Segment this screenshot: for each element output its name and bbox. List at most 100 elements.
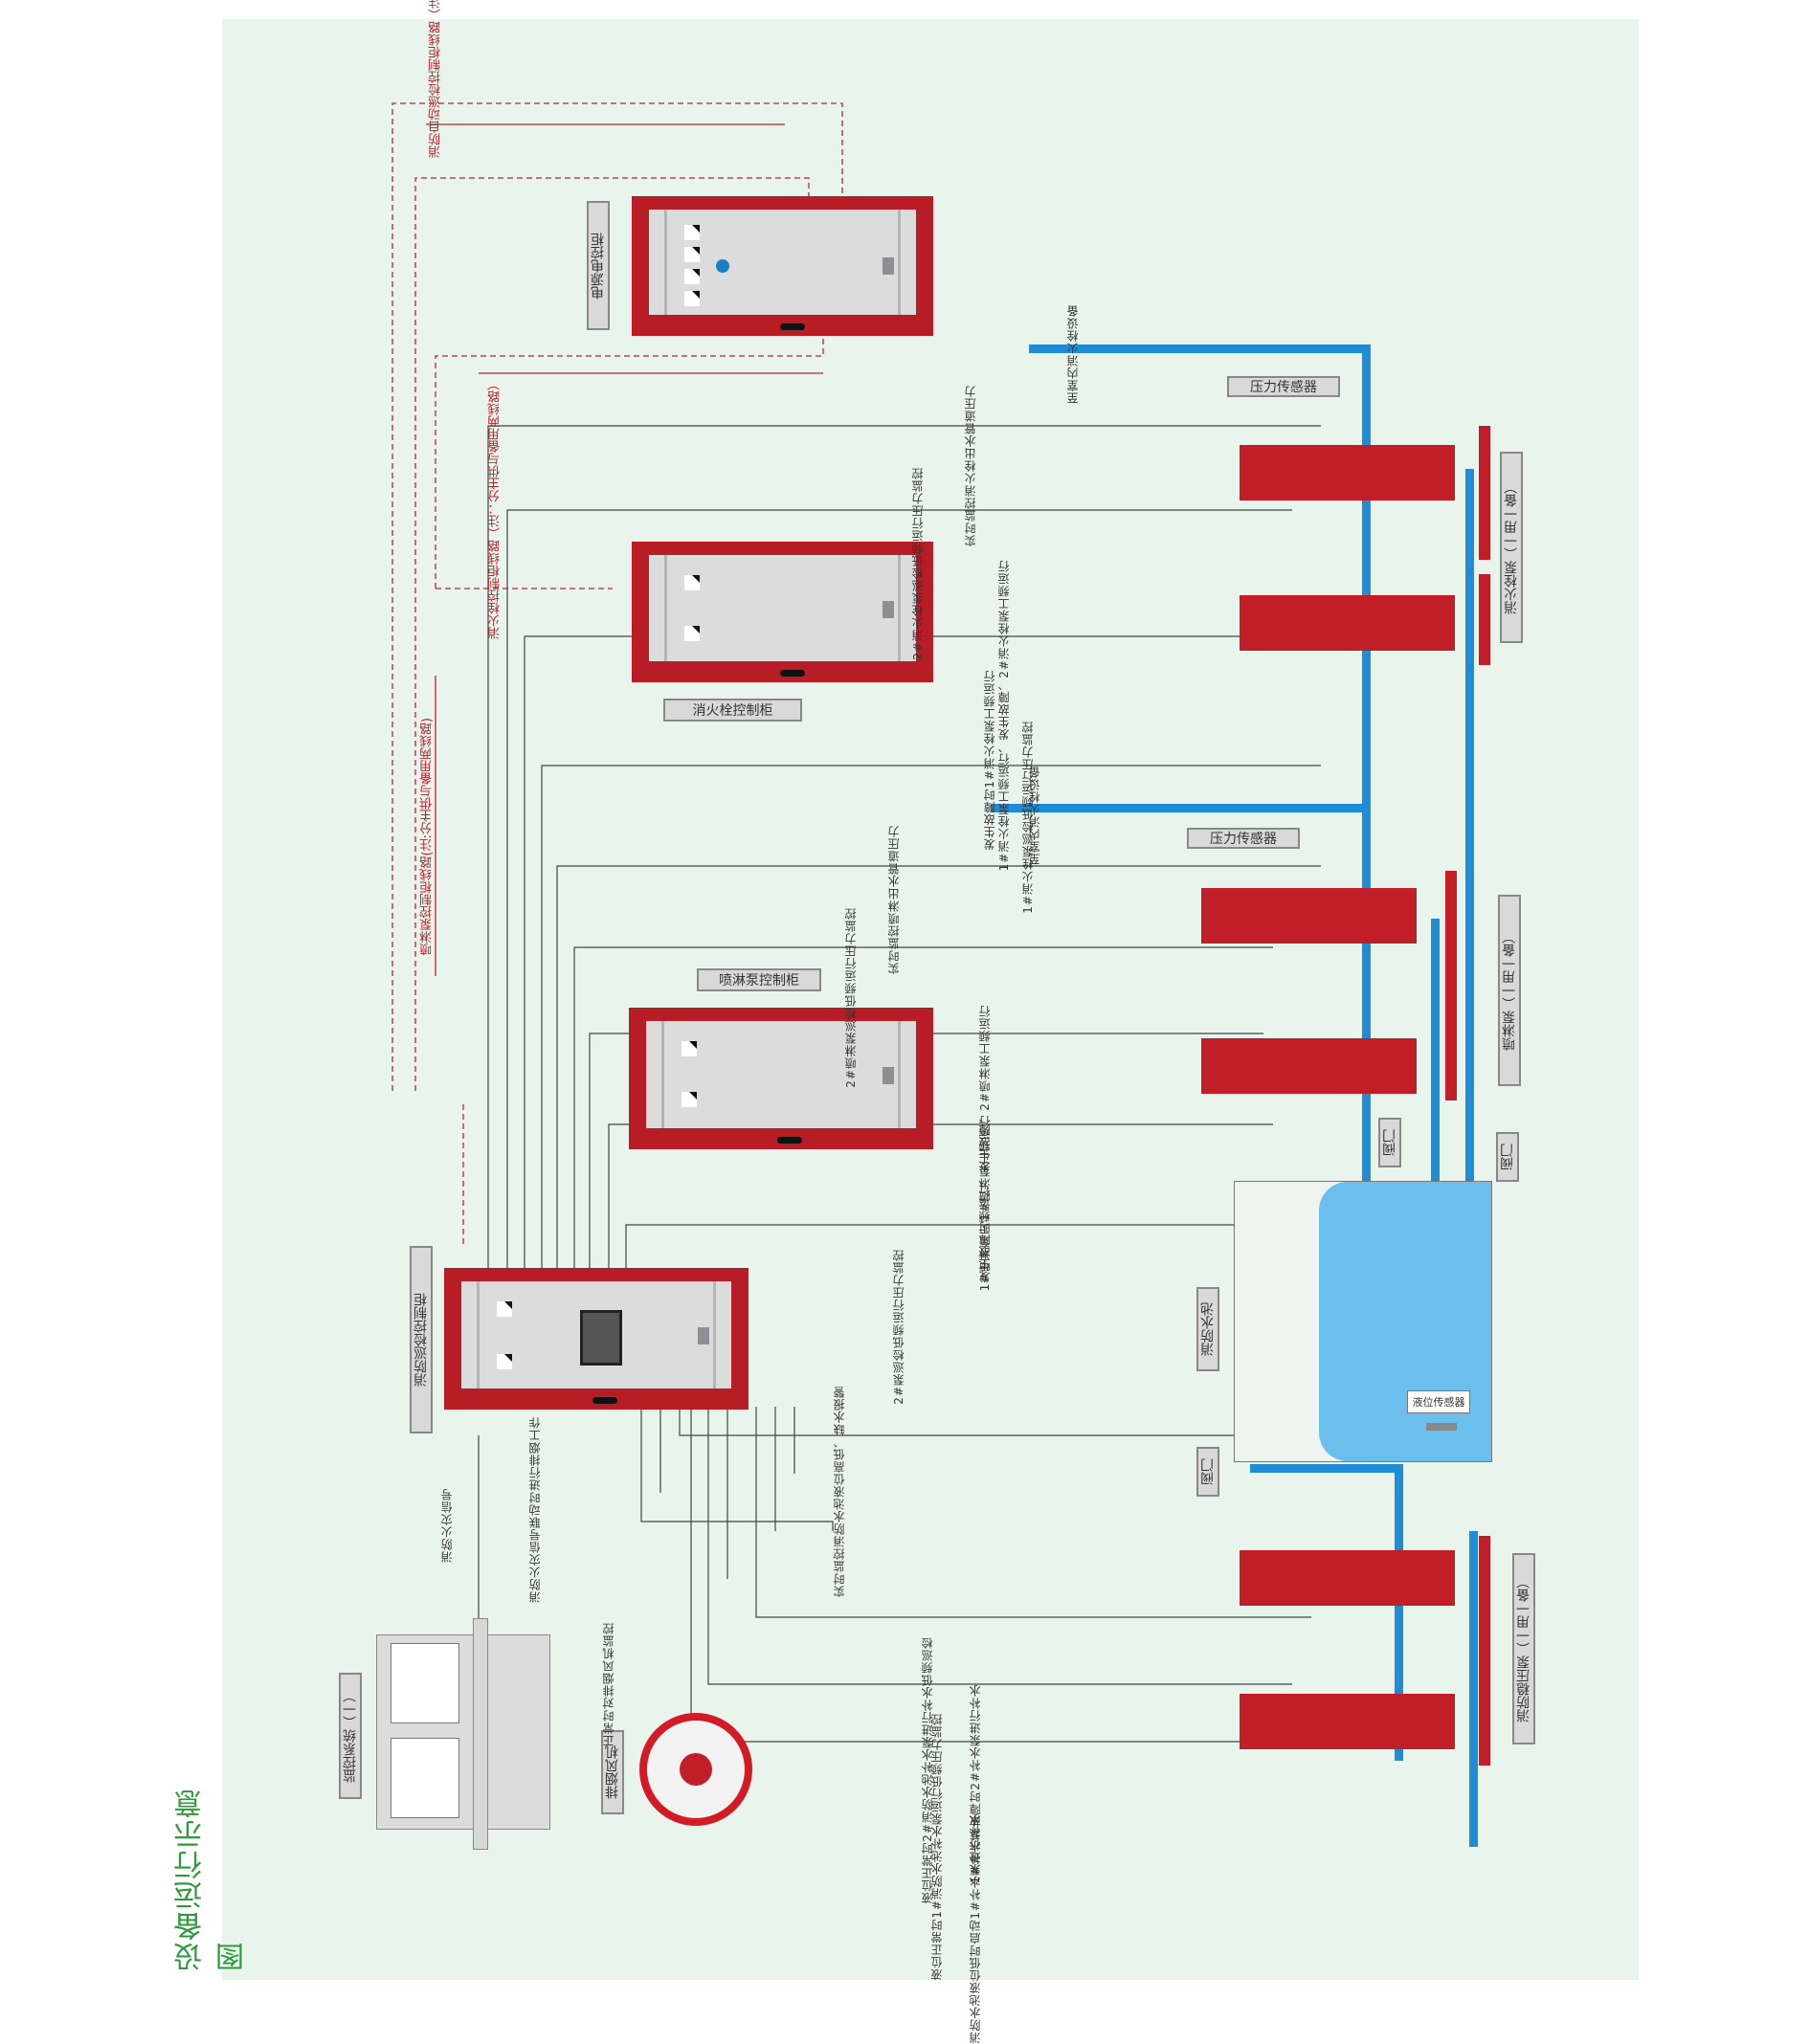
indicator-icon (883, 1067, 894, 1084)
red-note-top: 消防自动巡检控制柜线路（注：分主供与备用两线路） (427, 0, 445, 158)
annotation-pipe-1: 至室内消火栓设备 (1066, 304, 1080, 404)
water-pool-label-text: 消防水池 (1200, 1302, 1216, 1356)
smoke-fan-label: 排烟风机 (601, 1730, 624, 1814)
sprinkler-cabinet[interactable] (629, 1008, 933, 1149)
sprinkler-pump-2[interactable] (1201, 888, 1417, 944)
annotation-fire-signal-action: 消防火灾信号联动时进行排烟工作 (528, 1416, 542, 1603)
switch-icon (682, 1092, 697, 1107)
pool-outlet-pipe (1250, 1464, 1403, 1473)
stab-pump-flange (1479, 1536, 1490, 1766)
annotation-fire-signal: 消防火灾信号 (440, 1488, 454, 1563)
annotation-pressure-1: 实时监控消火栓出水管道压力 (964, 385, 977, 546)
hydrant-riser-pipe (1362, 344, 1371, 1187)
monitor-system-label: 监控系统（一） (339, 1673, 362, 1799)
hydrant-pump-2[interactable] (1240, 445, 1455, 500)
sprinkler-outlet-pipe (991, 804, 1369, 812)
hydrant-cabinet-label-text: 消火栓控制柜 (692, 703, 773, 719)
level-sensor-label: 液位传感器 (1407, 1390, 1470, 1413)
stab-pumps-label-text: 消防稳压泵（一用一备） (1516, 1575, 1531, 1722)
switch-icon (684, 269, 700, 284)
red-note-middle: 消火栓控制柜线路（注：分主供与备用两线路） (488, 378, 503, 639)
switch-icon (684, 626, 700, 641)
annotation-fan-monitor: 正常时对排烟风机监控 (602, 1622, 615, 1746)
switch-icon (684, 291, 700, 306)
inspection-cabinet-label-text: 消防巡检控制柜 (413, 1293, 429, 1387)
power-cabinet[interactable] (632, 196, 933, 336)
handle-icon (780, 670, 805, 677)
inspection-cabinet-label: 消防巡检控制柜 (410, 1246, 433, 1433)
switch-icon (684, 247, 700, 262)
switch-icon (497, 1354, 512, 1369)
annotation-hydrant-low-top: 2#消火栓泵巡检低频运行压力监控 (911, 467, 925, 660)
power-cabinet-label: 电源电控柜 (587, 201, 610, 330)
monitor-system[interactable] (376, 1618, 550, 1850)
smoke-fan-icon[interactable] (639, 1713, 752, 1826)
fan-hub (680, 1753, 712, 1786)
smoke-fan-text: 排烟风机 (605, 1745, 620, 1799)
monitor-system-text: 监控系统（一） (343, 1689, 358, 1783)
annotation-stab-3: 液位正常时1#消防水池补水泵运行低频压力监控 (930, 1713, 944, 1981)
sprinkler-pumps-label: 喷淋泵（一用一备） (1498, 895, 1521, 1086)
red-note-sprinkler: 喷淋泵控制柜线路(注:分主供与备用两线路) (420, 718, 435, 956)
indicator-icon (883, 257, 894, 275)
annotation-hydrant-status-top: 1#消火栓泵工频运行、发生故障、2#消火栓泵工频运行 (997, 560, 1011, 872)
sprinkler-pumps-label-text: 喷淋泵（一用一备） (1502, 930, 1517, 1051)
valve-1-text: 阀门 (1382, 1129, 1397, 1156)
hydrant-pumps-label: 消火栓泵（一用一备） (1500, 452, 1523, 643)
monitor-panel-1 (391, 1643, 459, 1723)
pressure-sensor-2-label: 压力传感器 (1187, 828, 1300, 849)
hydrant-pump-flange (1479, 426, 1490, 560)
inspection-cabinet[interactable] (444, 1268, 749, 1410)
stab-pump-1[interactable] (1240, 1694, 1455, 1749)
sprinkler-cabinet-label-text: 喷淋泵控制柜 (719, 973, 799, 989)
fire-water-pool: 液位传感器 (1234, 1181, 1492, 1462)
monitor-post (473, 1618, 488, 1850)
hydrant-outlet-pipe (1029, 344, 1371, 353)
water-pool-label: 消防水池 (1196, 1287, 1219, 1371)
hydrant-pump-flange (1479, 574, 1490, 665)
valve-2-label: 阀门 (1496, 1132, 1519, 1182)
monitor-panel-2 (391, 1738, 459, 1818)
switch-icon (684, 575, 700, 590)
annotation-pressure-2: 实时监控喷淋出水管道压力 (887, 825, 901, 974)
annotation-hydrant-status-bottom: 发生故障时1#消火栓泵工频运行 (983, 670, 996, 851)
sprinkler-pump-flange (1445, 871, 1457, 1100)
stab-pumps-label: 消防稳压泵（一用一备） (1512, 1553, 1535, 1744)
water-fill (1319, 1182, 1491, 1461)
hydrant-cabinet-label: 消火栓控制柜 (663, 699, 802, 722)
annotation-stab-4: 消防水池液位低时启动1#补水泵进行补水 (969, 1813, 982, 2044)
annotation-hydrant-low-bottom: 1#消火栓泵巡检低频运行压力监控 (1021, 721, 1035, 914)
sprinkler-pump-1[interactable] (1201, 1038, 1417, 1094)
annotation-sprinkler-status-bottom: 发生故障时1#喷淋泵工频运行 (978, 1115, 992, 1283)
switch-icon (497, 1301, 512, 1317)
annotation-sprinkler-low: 2#喷淋泵巡检低频运行压力监控 (844, 907, 858, 1088)
annotation-inspection-low: 2#泵巡检低频运行压力监控 (892, 1249, 905, 1405)
wiring-lines (391, 102, 1397, 1847)
valve-1-label: 阀门 (1378, 1118, 1401, 1167)
sprinkler-riser-pipe (1431, 919, 1440, 1187)
switch-icon (682, 1041, 697, 1056)
hydrant-cabinet[interactable] (632, 542, 933, 682)
display-screen (580, 1310, 622, 1366)
indicator-icon (698, 1327, 709, 1344)
annotation-pool-level: 实时监控消防水池液位高低、缺水报警 (833, 1386, 846, 1597)
stab-riser-pipe (1395, 1464, 1403, 1761)
level-sensor-icon (1426, 1423, 1457, 1431)
dashed-line-top (391, 102, 843, 1091)
stab-pump-2[interactable] (1240, 1550, 1455, 1606)
valve-3-label: 阀门 (1196, 1447, 1219, 1497)
pressure-sensor-1-text: 压力传感器 (1250, 380, 1317, 395)
power-cabinet-label-text: 电源电控柜 (591, 232, 606, 300)
switch-icon (684, 225, 700, 240)
indicator-icon (883, 601, 894, 618)
handle-icon (592, 1397, 617, 1404)
valve-2-text: 阀门 (1500, 1144, 1515, 1170)
pressure-sensor-1-label: 压力传感器 (1227, 376, 1340, 397)
hydrant-pump-1[interactable] (1240, 595, 1455, 651)
hydrant-pumps-label-text: 消火栓泵（一用一备） (1504, 480, 1519, 614)
pressure-sensor-2-text: 压力传感器 (1210, 832, 1277, 847)
sprinkler-cabinet-label: 喷淋泵控制柜 (697, 968, 821, 991)
handle-icon (780, 323, 805, 330)
valve-3-text: 阀门 (1200, 1458, 1216, 1485)
hydrant-suction-pipe (1465, 469, 1474, 1187)
